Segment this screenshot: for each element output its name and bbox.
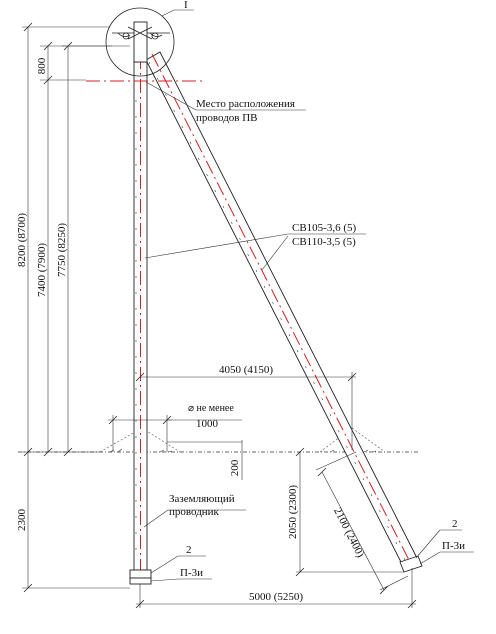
dimension-4050 (135, 372, 357, 450)
item-number-right: 2 (452, 518, 458, 530)
dimension-brace (295, 447, 409, 595)
vertical-pole (133, 55, 148, 580)
min-note: ⌀ не менее (188, 403, 234, 414)
pole-type-label-2: СВ110-3,5 (5) (292, 236, 356, 248)
dimension-1000 (108, 415, 242, 452)
ground-conductor-label-1: Заземляющий (169, 493, 235, 505)
dim-7750: 7750 (8250) (56, 223, 68, 277)
detail-marker: I (184, 0, 188, 11)
dimension-lines-left (22, 22, 130, 593)
pole-type-leader (144, 233, 366, 271)
plate-label-left: П-3и (180, 567, 203, 579)
dim-800: 800 (36, 57, 48, 74)
dim-8200: 8200 (8700) (16, 213, 28, 267)
dim-4050: 4050 (4150) (219, 364, 273, 376)
dim-2100: 2100 (2400) (331, 506, 366, 560)
ground-conductor-label-2: проводник (169, 506, 220, 518)
dimension-5000 (135, 568, 417, 609)
left-plate-leader (150, 555, 212, 582)
dim-1000: 1000 (196, 418, 219, 430)
dim-200: 200 (229, 459, 241, 476)
wire-location-label-1: Место расположения (196, 98, 295, 110)
dim-5000: 5000 (5250) (249, 591, 303, 603)
dim-2300: 2300 (16, 509, 28, 532)
right-plate-leader (415, 529, 474, 565)
dim-7400: 7400 (7900) (36, 243, 48, 297)
base-plate-right (399, 555, 423, 573)
wire-location-leader (86, 80, 306, 111)
base-plate-left (129, 569, 152, 585)
item-number-left: 2 (186, 544, 192, 556)
brace-pole (145, 51, 419, 569)
pole-type-label-1: СВ105-3,6 (5) (292, 222, 357, 234)
detail-circle-top (105, 7, 194, 77)
plate-label-right: П-3и (442, 540, 465, 552)
dim-2050: 2050 (2300) (287, 485, 299, 539)
wire-location-label-2: проводов ПВ (196, 112, 258, 124)
ground-conductor-leader (143, 509, 246, 528)
